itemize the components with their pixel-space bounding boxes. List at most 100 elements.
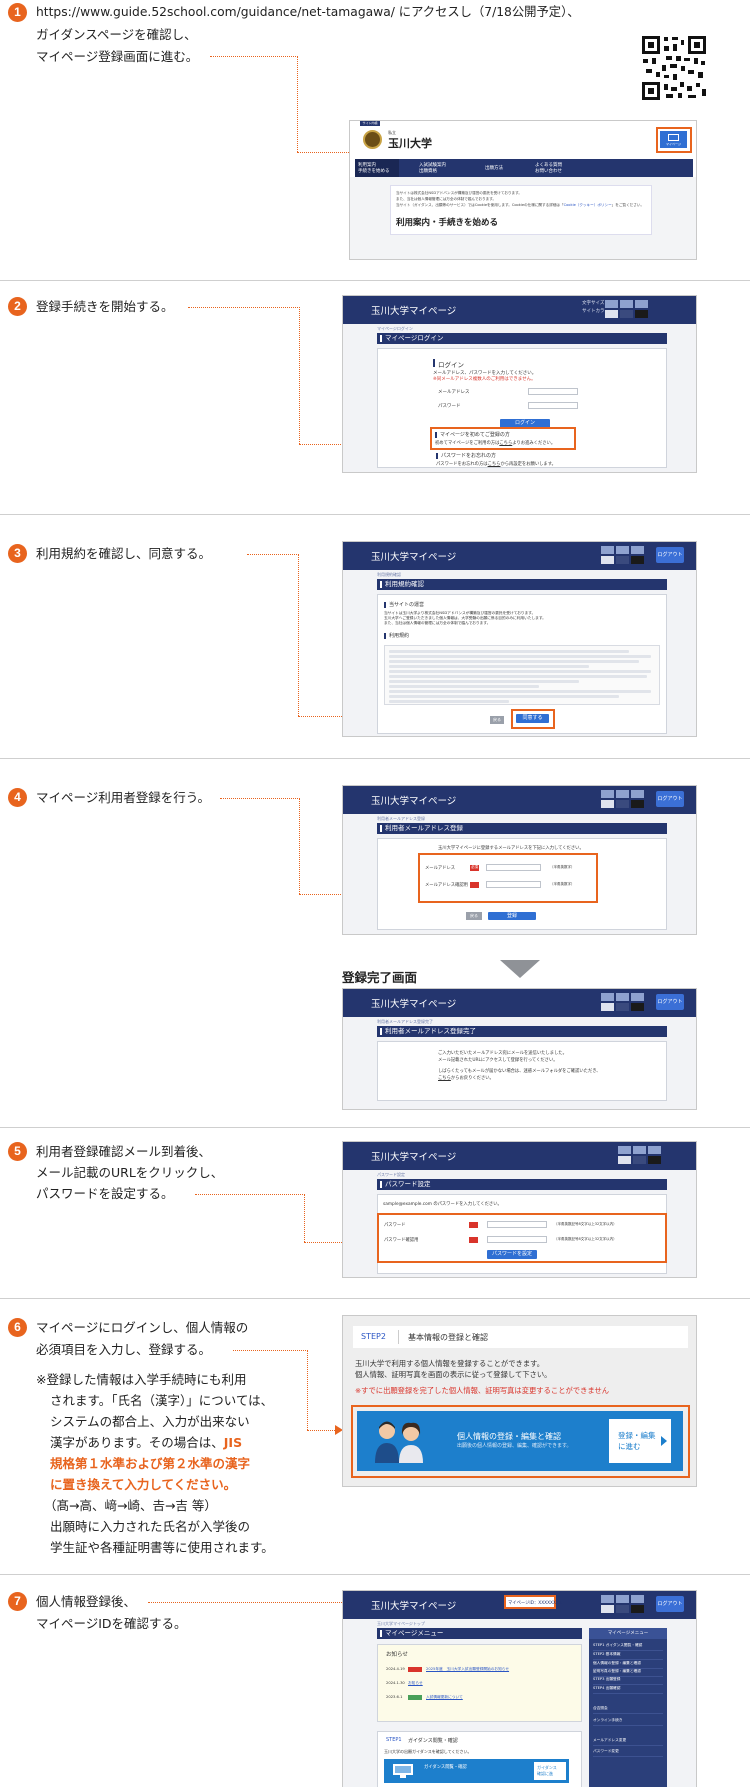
side-menu-item[interactable]: STEP1 ガイダンス閲覧・確認 <box>593 1643 663 1651</box>
divider <box>0 1574 750 1575</box>
news-link[interactable]: お知らせ <box>408 1681 423 1685</box>
school-name: 玉川大学 <box>388 137 432 150</box>
step1-line1: https://www.guide.52school.com/guidance/… <box>36 5 580 19</box>
page-title: マイページメニュー <box>377 1628 582 1639</box>
email-form-highlight: メールアドレス 必須 （半角英数字） メールアドレス確認用 （半角英数字） <box>418 853 598 903</box>
color-white-button[interactable] <box>605 310 618 318</box>
nav-item-exam[interactable]: 入試試験案内 <box>419 163 446 168</box>
set-password-button[interactable]: パスワードを設定 <box>487 1250 537 1259</box>
agree-highlight: 同意する <box>511 709 555 729</box>
register-link[interactable]: こちら <box>499 441 513 446</box>
logout-button[interactable]: ログアウト <box>656 791 684 807</box>
register-email-button[interactable]: 登録 <box>488 912 536 920</box>
step6-note4: 漢字があります。その場合は、 <box>50 1435 224 1450</box>
divider <box>0 1298 750 1299</box>
mypage-id-highlight: マイページID：XXXXXXXX <box>504 1595 562 1609</box>
color-blue-button[interactable] <box>620 310 633 318</box>
nav-item-method[interactable]: 出願方法 <box>485 166 503 171</box>
login-panel: ログイン メールアドレス、パスワードを入力してください。 ※同メールアドレス複数… <box>377 348 667 468</box>
back-button[interactable]: 戻る <box>490 716 504 724</box>
reset-password-link[interactable]: こちら <box>487 462 501 467</box>
mypage-menu-screenshot: 玉川大学マイページ マイページID：XXXXXXXX ログアウト 玉川大学マイペ… <box>342 1590 697 1787</box>
news-link[interactable]: 入試情報更新について <box>426 1695 463 1699</box>
nav-item-guide[interactable]: 利用案内 手続きを始める <box>355 159 399 177</box>
side-menu-item[interactable]: STEP4 出願確認 <box>593 1686 663 1694</box>
password-input[interactable] <box>487 1221 547 1228</box>
warning-text: ※すでに出願登録を完了した個人情報、証明写真は変更することができません <box>355 1386 610 1395</box>
mypage-login-screenshot: 玉川大学マイページ 文字サイズ サイトカラー マイページログイン マイページログ… <box>342 295 697 473</box>
email-registration-screenshot: 玉川大学マイページ ログアウト 利用者メールアドレス登録 利用者メールアドレス登… <box>342 785 697 935</box>
guidance-button[interactable]: ガイダンス 確認に進 <box>534 1762 566 1780</box>
step1-panel: STEP1 ガイダンス閲覧・確認 玉川大学の出願ガイダンスを確認してください。 … <box>377 1731 582 1787</box>
school-type-label: 私立 <box>388 130 396 135</box>
side-menu-item[interactable]: オンライン手続き <box>593 1718 663 1726</box>
color-black-button[interactable] <box>635 310 648 318</box>
page-title: マイページログイン <box>377 333 667 344</box>
logout-button[interactable]: ログアウト <box>656 994 684 1010</box>
step3-text: 利用規約を確認し、同意する。 <box>36 546 212 561</box>
step-number-5: 5 <box>8 1142 27 1161</box>
password-setup-screenshot: 玉川大学マイページ パスワード設定 パスワード設定 sample@example… <box>342 1141 697 1278</box>
personal-info-banner[interactable]: 個人情報の登録・編集と確認 出願後の個人情報の登録、編集、確認ができます。 登録… <box>357 1411 683 1471</box>
page-title: 利用規約確認 <box>377 579 667 590</box>
step6-note4-highlight: JIS <box>223 1435 243 1450</box>
step6-note9: 学生証や各種証明書等に使用されます。 <box>50 1540 274 1555</box>
side-menu-item[interactable]: パスワード変更 <box>593 1749 663 1757</box>
font-small-button[interactable] <box>605 300 618 308</box>
side-menu-item[interactable]: STEP3 出願登録 <box>593 1677 663 1685</box>
divider <box>0 1127 750 1128</box>
personal-info-screenshot: STEP2 基本情報の登録と確認 玉川大学で利用する個人情報を登録することができ… <box>342 1315 697 1487</box>
terms-scroll-box[interactable] <box>384 645 660 705</box>
mypage-header: 玉川大学マイページ 文字サイズ サイトカラー <box>343 296 696 324</box>
people-icon <box>375 1421 423 1463</box>
email-confirm-input[interactable] <box>486 881 541 888</box>
nav-item-faq[interactable]: よくある質問 <box>535 163 562 168</box>
side-menu-item[interactable]: メールアドレス変更 <box>593 1738 663 1746</box>
login-button[interactable]: ログイン <box>500 419 550 428</box>
return-link[interactable]: こちら <box>438 1076 451 1081</box>
email-field[interactable] <box>528 388 578 395</box>
agree-button[interactable]: 同意する <box>516 714 549 723</box>
side-menu-item[interactable]: 証明写真の登録・編集と確認 <box>593 1669 663 1677</box>
password-confirm-input[interactable] <box>487 1236 547 1243</box>
step-number-7: 7 <box>8 1592 27 1611</box>
side-menu-item[interactable]: 個人情報の登録・編集と確認 <box>593 1661 663 1669</box>
breadcrumb: マイページログイン <box>377 326 413 331</box>
email-input[interactable] <box>486 864 541 871</box>
site-search-tag[interactable]: サイト内検 <box>360 121 380 126</box>
qr-code-icon <box>640 34 708 102</box>
new-badge <box>408 1667 422 1672</box>
font-medium-button[interactable] <box>620 300 633 308</box>
side-menu-item[interactable]: STEP2 基本情報 <box>593 1652 663 1660</box>
app-title: 玉川大学マイページ <box>371 306 457 317</box>
step-number-2: 2 <box>8 297 27 316</box>
mypage-icon <box>668 134 679 141</box>
divider <box>0 758 750 759</box>
side-menu-item[interactable]: 合否照会 <box>593 1706 663 1714</box>
complete-screen-label: 登録完了画面 <box>342 970 418 985</box>
side-menu-title: マイページメニュー <box>589 1628 667 1639</box>
back-button[interactable]: 戻る <box>466 912 482 920</box>
mypage-header: 玉川大学マイページ ログアウト <box>343 542 696 570</box>
cookie-policy-link[interactable]: Cookie（クッキー）ポリシー <box>563 203 612 207</box>
step-number-4: 4 <box>8 788 27 807</box>
complete-message-panel: ご入力いただいたメールアドレス宛にメールを送信いたしました。 メール記載されたU… <box>377 1041 667 1101</box>
university-homepage-screenshot: サイト内検 私立 玉川大学 マイページ 利用案内 手続きを始める 入試試験案内 … <box>349 120 697 260</box>
step2-header: STEP2 基本情報の登録と確認 <box>353 1326 688 1348</box>
font-large-button[interactable] <box>635 300 648 308</box>
mypage-button[interactable]: マイページ <box>660 131 687 148</box>
step4-text: マイページ利用者登録を行う。 <box>36 790 211 805</box>
edit-personal-info-button[interactable]: 登録・編集 に進む <box>609 1419 671 1463</box>
step7-line2: マイページIDを確認する。 <box>36 1616 187 1631</box>
step-number-1: 1 <box>8 3 27 22</box>
step6-note6: に置き換えて入力してください。 <box>50 1477 237 1492</box>
password-field[interactable] <box>528 402 578 409</box>
step-number-6: 6 <box>8 1318 27 1337</box>
step6-note7: （髙→高、﨑→崎、𠮷→吉 等） <box>44 1498 217 1513</box>
logout-button[interactable]: ログアウト <box>656 1596 684 1612</box>
logout-button[interactable]: ログアウト <box>656 547 684 563</box>
news-link[interactable]: 2025年度 玉川大学入試出願登録開始のお知らせ <box>426 1667 510 1671</box>
guidance-banner[interactable]: ガイダンス閲覧・確認 ガイダンス 確認に進 <box>384 1759 569 1783</box>
step2-title: 基本情報の登録と確認 <box>408 1333 488 1342</box>
